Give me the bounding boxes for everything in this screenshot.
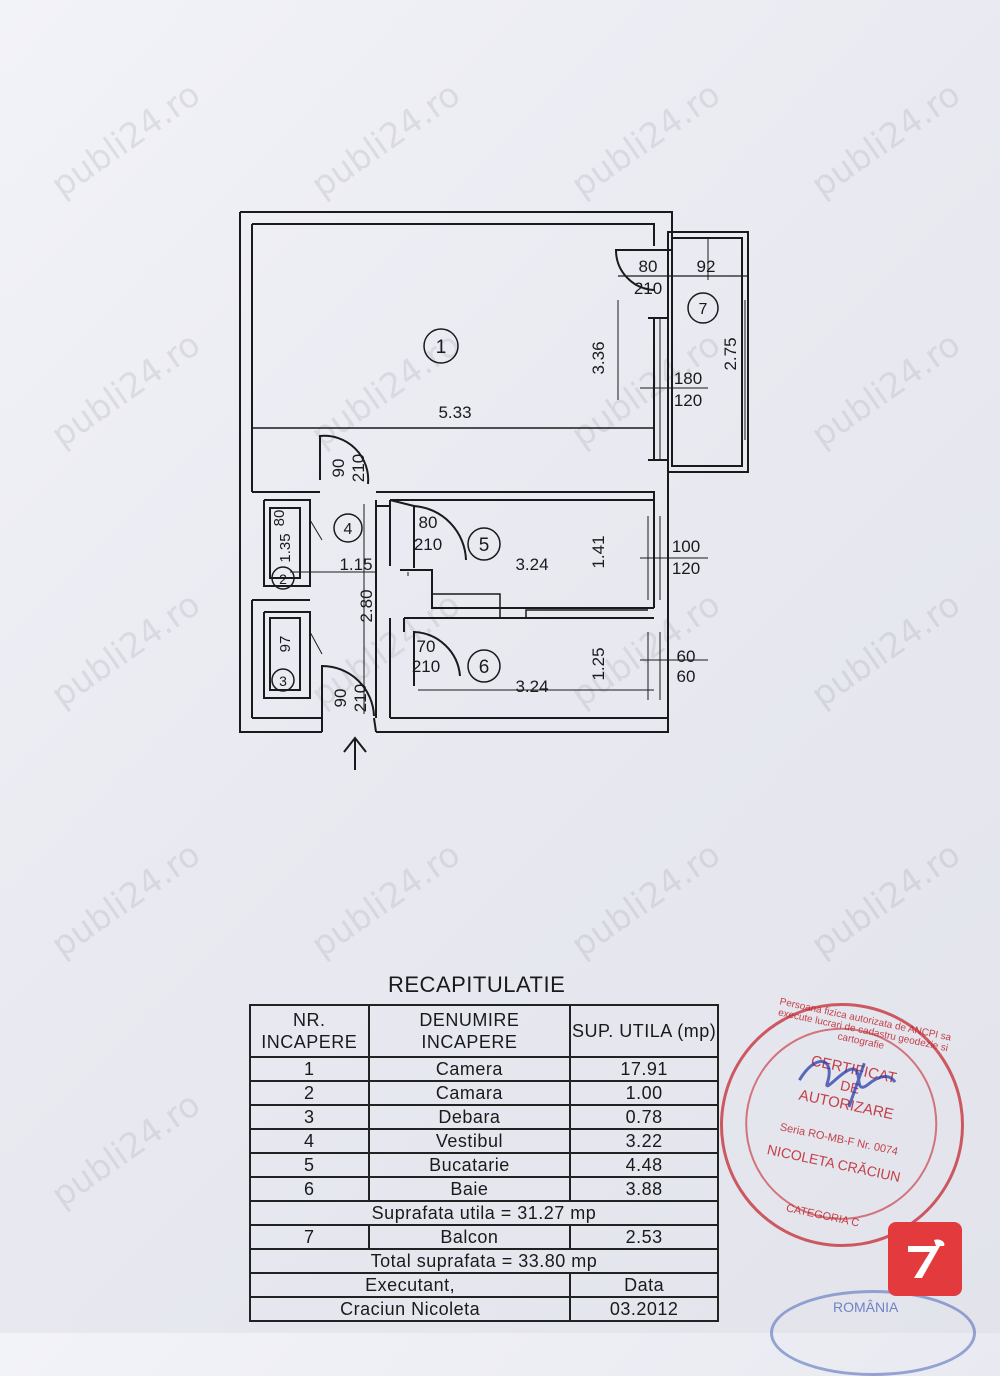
total-cell: Total suprafata = 33.80 mp xyxy=(249,1248,719,1274)
dimension-label: 210 xyxy=(634,279,662,298)
dimension-label: 100 xyxy=(672,537,700,556)
table-header: NR. INCAPERE xyxy=(249,1004,370,1058)
executant-name: Craciun Nicoleta xyxy=(248,1296,572,1322)
subtotal-row: Suprafata utila = 31.27 mp xyxy=(249,1200,719,1226)
certification-stamp: Persoana fizica autorizata de ANCPI sa e… xyxy=(697,980,987,1270)
executant-label: Executant, xyxy=(248,1272,572,1298)
table-header: SUP. UTILA (mp) xyxy=(569,1004,719,1058)
dimension-label: 210 xyxy=(414,535,442,554)
room-marker xyxy=(687,292,719,324)
watermark: publi24.ro xyxy=(44,834,208,966)
room-marker xyxy=(467,527,501,561)
dimension-label: 60 xyxy=(677,647,696,666)
table-row: 6 Baie 3.88 xyxy=(249,1176,719,1202)
room-number-cell: 4 xyxy=(249,1128,370,1154)
room-number-cell: 6 xyxy=(249,1176,370,1202)
dimension-label: 210 xyxy=(349,454,368,482)
room-name-cell: Baie xyxy=(367,1176,572,1202)
room-number-cell: 3 xyxy=(249,1104,370,1130)
room-name-cell: Balcon xyxy=(367,1224,572,1250)
dimension-label: 1.15 xyxy=(339,555,372,574)
date-value: 03.2012 xyxy=(569,1296,719,1322)
room-number-cell: 7 xyxy=(249,1224,370,1250)
date-label: Data xyxy=(569,1272,719,1298)
dimension-label: 90 xyxy=(331,689,350,708)
room-number: 2 xyxy=(279,571,287,587)
table-row: 3 Debara 0.78 xyxy=(249,1104,719,1130)
dimension-label: 1.41 xyxy=(589,535,608,568)
dimension-label: 80 xyxy=(419,513,438,532)
total-row: Total suprafata = 33.80 mp xyxy=(249,1248,719,1274)
dimension-label: 80 xyxy=(271,510,288,527)
room-number: 5 xyxy=(479,535,490,556)
watermark: publi24.ro xyxy=(564,834,728,966)
room-name-cell: Vestibul xyxy=(367,1128,572,1154)
room-area-cell: 17.91 xyxy=(569,1056,719,1082)
room-area-cell: 4.48 xyxy=(569,1152,719,1178)
table-row: 5 Bucatarie 4.48 xyxy=(249,1152,719,1178)
room-marker xyxy=(271,566,295,590)
watermark: publi24.ro xyxy=(44,1084,208,1216)
room-number-cell: 1 xyxy=(249,1056,370,1082)
room-name-cell: Camara xyxy=(367,1080,572,1106)
room-area-cell: 0.78 xyxy=(569,1104,719,1130)
room-number-cell: 2 xyxy=(249,1080,370,1106)
dimension-label: 2.75 xyxy=(721,337,740,370)
watermark: publi24.ro xyxy=(304,834,468,966)
dimension-label: 5.33 xyxy=(438,403,471,422)
dimension-label: 2.80 xyxy=(357,589,376,622)
dimension-label: 80 xyxy=(639,257,658,276)
table-header: DENUMIRE INCAPERE xyxy=(367,1004,572,1058)
room-number-cell: 5 xyxy=(249,1152,370,1178)
room-marker xyxy=(467,649,501,683)
signature-row: Craciun Nicoleta 03.2012 xyxy=(248,1296,719,1322)
dimension-label: 180 xyxy=(674,369,702,388)
table-row: 2 Camara 1.00 xyxy=(249,1080,719,1106)
publi24-logo-icon xyxy=(888,1222,962,1296)
blue-stamp-text: ROMÂNIA xyxy=(833,1299,899,1315)
room-number: 7 xyxy=(699,301,708,318)
table-header-row: NR. INCAPERE DENUMIRE INCAPERE SUP. UTIL… xyxy=(249,1004,719,1058)
watermark: publi24.ro xyxy=(804,834,968,966)
dimension-label: 90 xyxy=(329,459,348,478)
room-area-cell: 2.53 xyxy=(569,1224,719,1250)
room-marker xyxy=(271,668,295,692)
room-area-cell: 1.00 xyxy=(569,1080,719,1106)
room-number: 3 xyxy=(279,673,287,689)
dimension-label: 97 xyxy=(277,636,294,653)
subtotal-cell: Suprafata utila = 31.27 mp xyxy=(249,1200,719,1226)
room-number: 4 xyxy=(344,521,353,538)
table-row: 1 Camera 17.91 xyxy=(249,1056,719,1082)
floor-plan: 1 2 3 4 5 6 7 5.33 3.36 80 210 92 2.75 1… xyxy=(239,211,749,770)
room-marker xyxy=(423,328,459,364)
room-name-cell: Camera xyxy=(367,1056,572,1082)
room-number: 1 xyxy=(436,337,447,358)
dimension-label: 60 xyxy=(677,667,696,686)
table-row: 7 Balcon 2.53 xyxy=(249,1224,719,1250)
signature xyxy=(798,1060,897,1108)
room-number: 6 xyxy=(479,657,490,678)
recap-table: NR. INCAPERE DENUMIRE INCAPERE SUP. UTIL… xyxy=(248,1004,719,1322)
dimension-label: 3.24 xyxy=(515,555,548,574)
dimension-label: 1.25 xyxy=(589,647,608,680)
table-row: 4 Vestibul 3.22 xyxy=(249,1128,719,1154)
room-area-cell: 3.88 xyxy=(569,1176,719,1202)
executant-row: Executant, Data xyxy=(248,1272,719,1298)
dimension-label: 210 xyxy=(412,657,440,676)
dimension-label: 1.35 xyxy=(277,533,294,562)
blue-stamp: ROMÂNIA xyxy=(770,1290,976,1376)
room-marker xyxy=(333,513,363,543)
dimension-label: 120 xyxy=(672,559,700,578)
room-area-cell: 3.22 xyxy=(569,1128,719,1154)
dimension-label: 3.24 xyxy=(515,677,548,696)
dimension-label: 210 xyxy=(351,684,370,712)
room-name-cell: Debara xyxy=(367,1104,572,1130)
table-title: RECAPITULATIE xyxy=(388,972,566,997)
dimension-label: 70 xyxy=(417,637,436,656)
dimension-label: 3.36 xyxy=(589,341,608,374)
dimension-label: 92 xyxy=(697,257,716,276)
room-name-cell: Bucatarie xyxy=(367,1152,572,1178)
dimension-label: 120 xyxy=(674,391,702,410)
